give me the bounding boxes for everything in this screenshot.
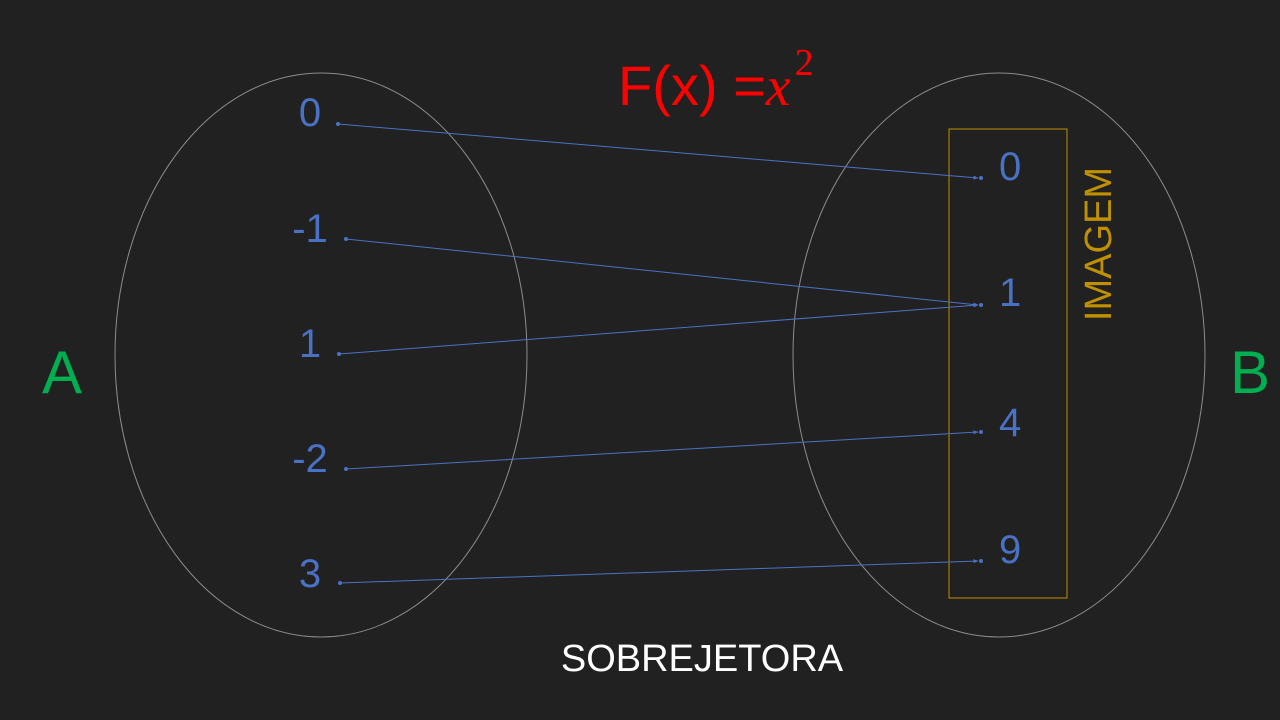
set-b-label: B bbox=[1230, 339, 1270, 406]
set-b-element: 4 bbox=[999, 401, 1021, 445]
set-b-element: 9 bbox=[999, 528, 1021, 572]
formula-exponent: 2 bbox=[795, 42, 814, 84]
set-b-element: 1 bbox=[999, 271, 1021, 315]
mapping-arrow bbox=[345, 430, 979, 470]
set-b-point bbox=[979, 559, 983, 563]
formula-variable: x bbox=[765, 56, 791, 118]
mapping-arrow bbox=[345, 238, 979, 307]
set-a-label: A bbox=[42, 339, 82, 406]
caption: SOBREJETORA bbox=[561, 638, 844, 680]
mapping-arrow bbox=[337, 123, 979, 180]
set-a-element: -2 bbox=[292, 437, 328, 481]
formula-prefix: F(x) = bbox=[618, 54, 766, 117]
set-a-element: 1 bbox=[299, 322, 321, 366]
mapping-arrow bbox=[338, 303, 979, 355]
set-b-point bbox=[979, 176, 983, 180]
image-box bbox=[948, 128, 1068, 599]
set-b-point bbox=[979, 430, 983, 434]
image-label: IMAGEM bbox=[1078, 167, 1120, 321]
set-b-point bbox=[979, 303, 983, 307]
set-a-ellipse bbox=[114, 72, 528, 638]
set-a-element: 3 bbox=[299, 552, 321, 596]
set-a-element: 0 bbox=[299, 91, 321, 135]
set-b-ellipse bbox=[792, 72, 1206, 638]
set-b-element: 0 bbox=[999, 145, 1021, 189]
set-a-element: -1 bbox=[292, 207, 328, 251]
mapping-arrow bbox=[339, 559, 979, 584]
